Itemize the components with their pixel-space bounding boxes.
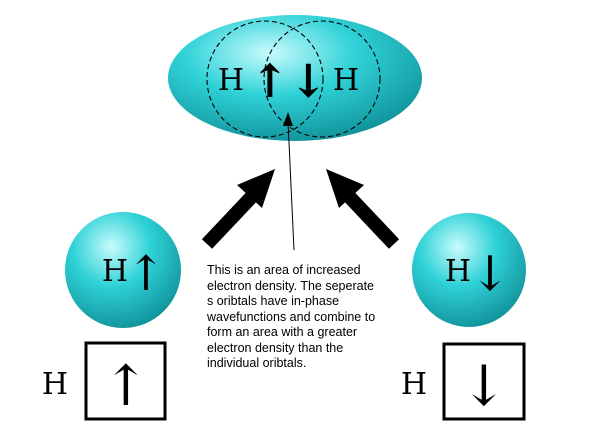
left-box-spin: ↑: [103, 354, 150, 419]
caption-line: electron density than the: [207, 340, 344, 355]
combine-arrow-left: [201, 169, 275, 249]
caption-line: wavefunctions and combine to: [207, 309, 376, 324]
overlap-pointer-arrowhead: [283, 112, 293, 126]
right-atom-sphere: [412, 213, 526, 327]
molecular-orbital: H H ↑↓: [168, 15, 422, 141]
right-atom-spin: ↓: [470, 246, 510, 302]
molecule-atom-right: H: [333, 63, 359, 98]
combine-arrow-right: [326, 169, 400, 249]
caption-line: individual oribtals.: [207, 356, 307, 370]
right-orbital-box: [442, 342, 526, 421]
right-box-label: H: [401, 367, 427, 402]
caption-line: electron density. The seperate: [207, 278, 374, 293]
left-orbital-box-diagram: H ↑: [42, 341, 167, 421]
left-s-orbital-outline: [206, 20, 324, 138]
left-atom-symbol: H: [102, 254, 128, 289]
right-orbital-box-diagram: H ↓: [401, 342, 526, 421]
right-box-spin: ↓: [461, 354, 508, 419]
molecular-orbital-shape: [168, 15, 422, 141]
molecule-atom-left: H: [218, 63, 244, 98]
right-s-orbital-outline: [263, 20, 381, 138]
overlap-explanation: This is an area of increased electron de…: [207, 263, 407, 372]
right-atom-symbol: H: [445, 254, 471, 289]
left-atom-spin: ↑: [126, 246, 166, 302]
left-orbital-box: [84, 341, 167, 421]
left-box-label: H: [42, 367, 68, 402]
caption-line: form an area with a greater: [207, 325, 358, 339]
right-atom-orbital: H ↓: [412, 213, 526, 327]
left-atom-sphere: [65, 212, 181, 328]
left-atom-orbital: H ↑: [65, 212, 181, 328]
overlap-pointer-line: [287, 120, 295, 251]
shared-electron-pair: ↑↓: [250, 54, 327, 108]
caption-line: s oribtals have in-phase: [207, 294, 340, 308]
caption-line: This is an area of increased: [207, 263, 361, 277]
